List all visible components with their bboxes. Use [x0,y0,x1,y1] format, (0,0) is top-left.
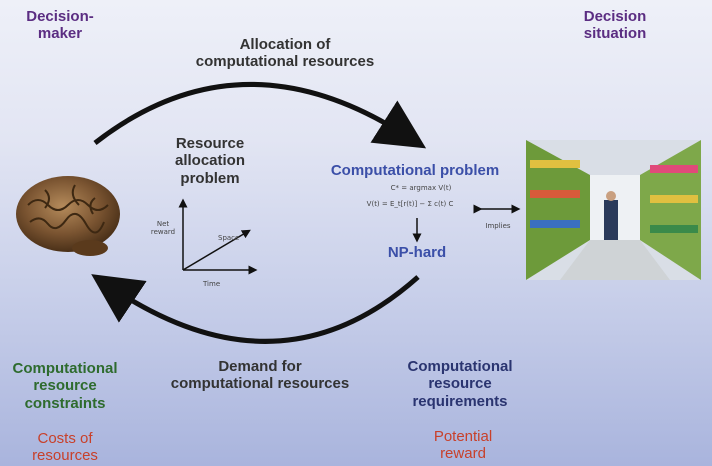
reward-axes [178,198,258,275]
time-axis-label: Time [203,280,221,288]
resource-allocation-problem-label: Resource allocation problem [174,135,245,187]
reward-label: Potential reward [433,428,493,463]
formula-line-1: C* = argmax V(t) [390,184,452,192]
formula-line-2: V(t) = E_t[r(t)] − Σ c(t) C [366,200,454,208]
costs-label: Costs of resources [32,430,98,465]
np-hard-label: NP-hard [387,244,447,261]
net-reward-axis-label: Net reward [150,220,176,236]
implies-label: Implies [485,222,511,230]
demand-label: Demand for computational resources [170,358,350,393]
demand-arrow [91,274,420,344]
constraints-label: Computational resource constraints [12,360,118,412]
allocation-label: Allocation of computational resources [195,36,375,71]
supermarket-image [526,140,701,280]
space-axis-label: Space [218,234,240,242]
brain-image [16,176,120,256]
requirements-label: Computational resource requirements [407,358,513,410]
computational-problem-label: Computational problem [330,162,500,179]
decision-situation-label: Decision situation [583,8,647,43]
allocation-arrow [93,81,427,149]
decision-maker-label: Decision- maker [26,8,94,43]
